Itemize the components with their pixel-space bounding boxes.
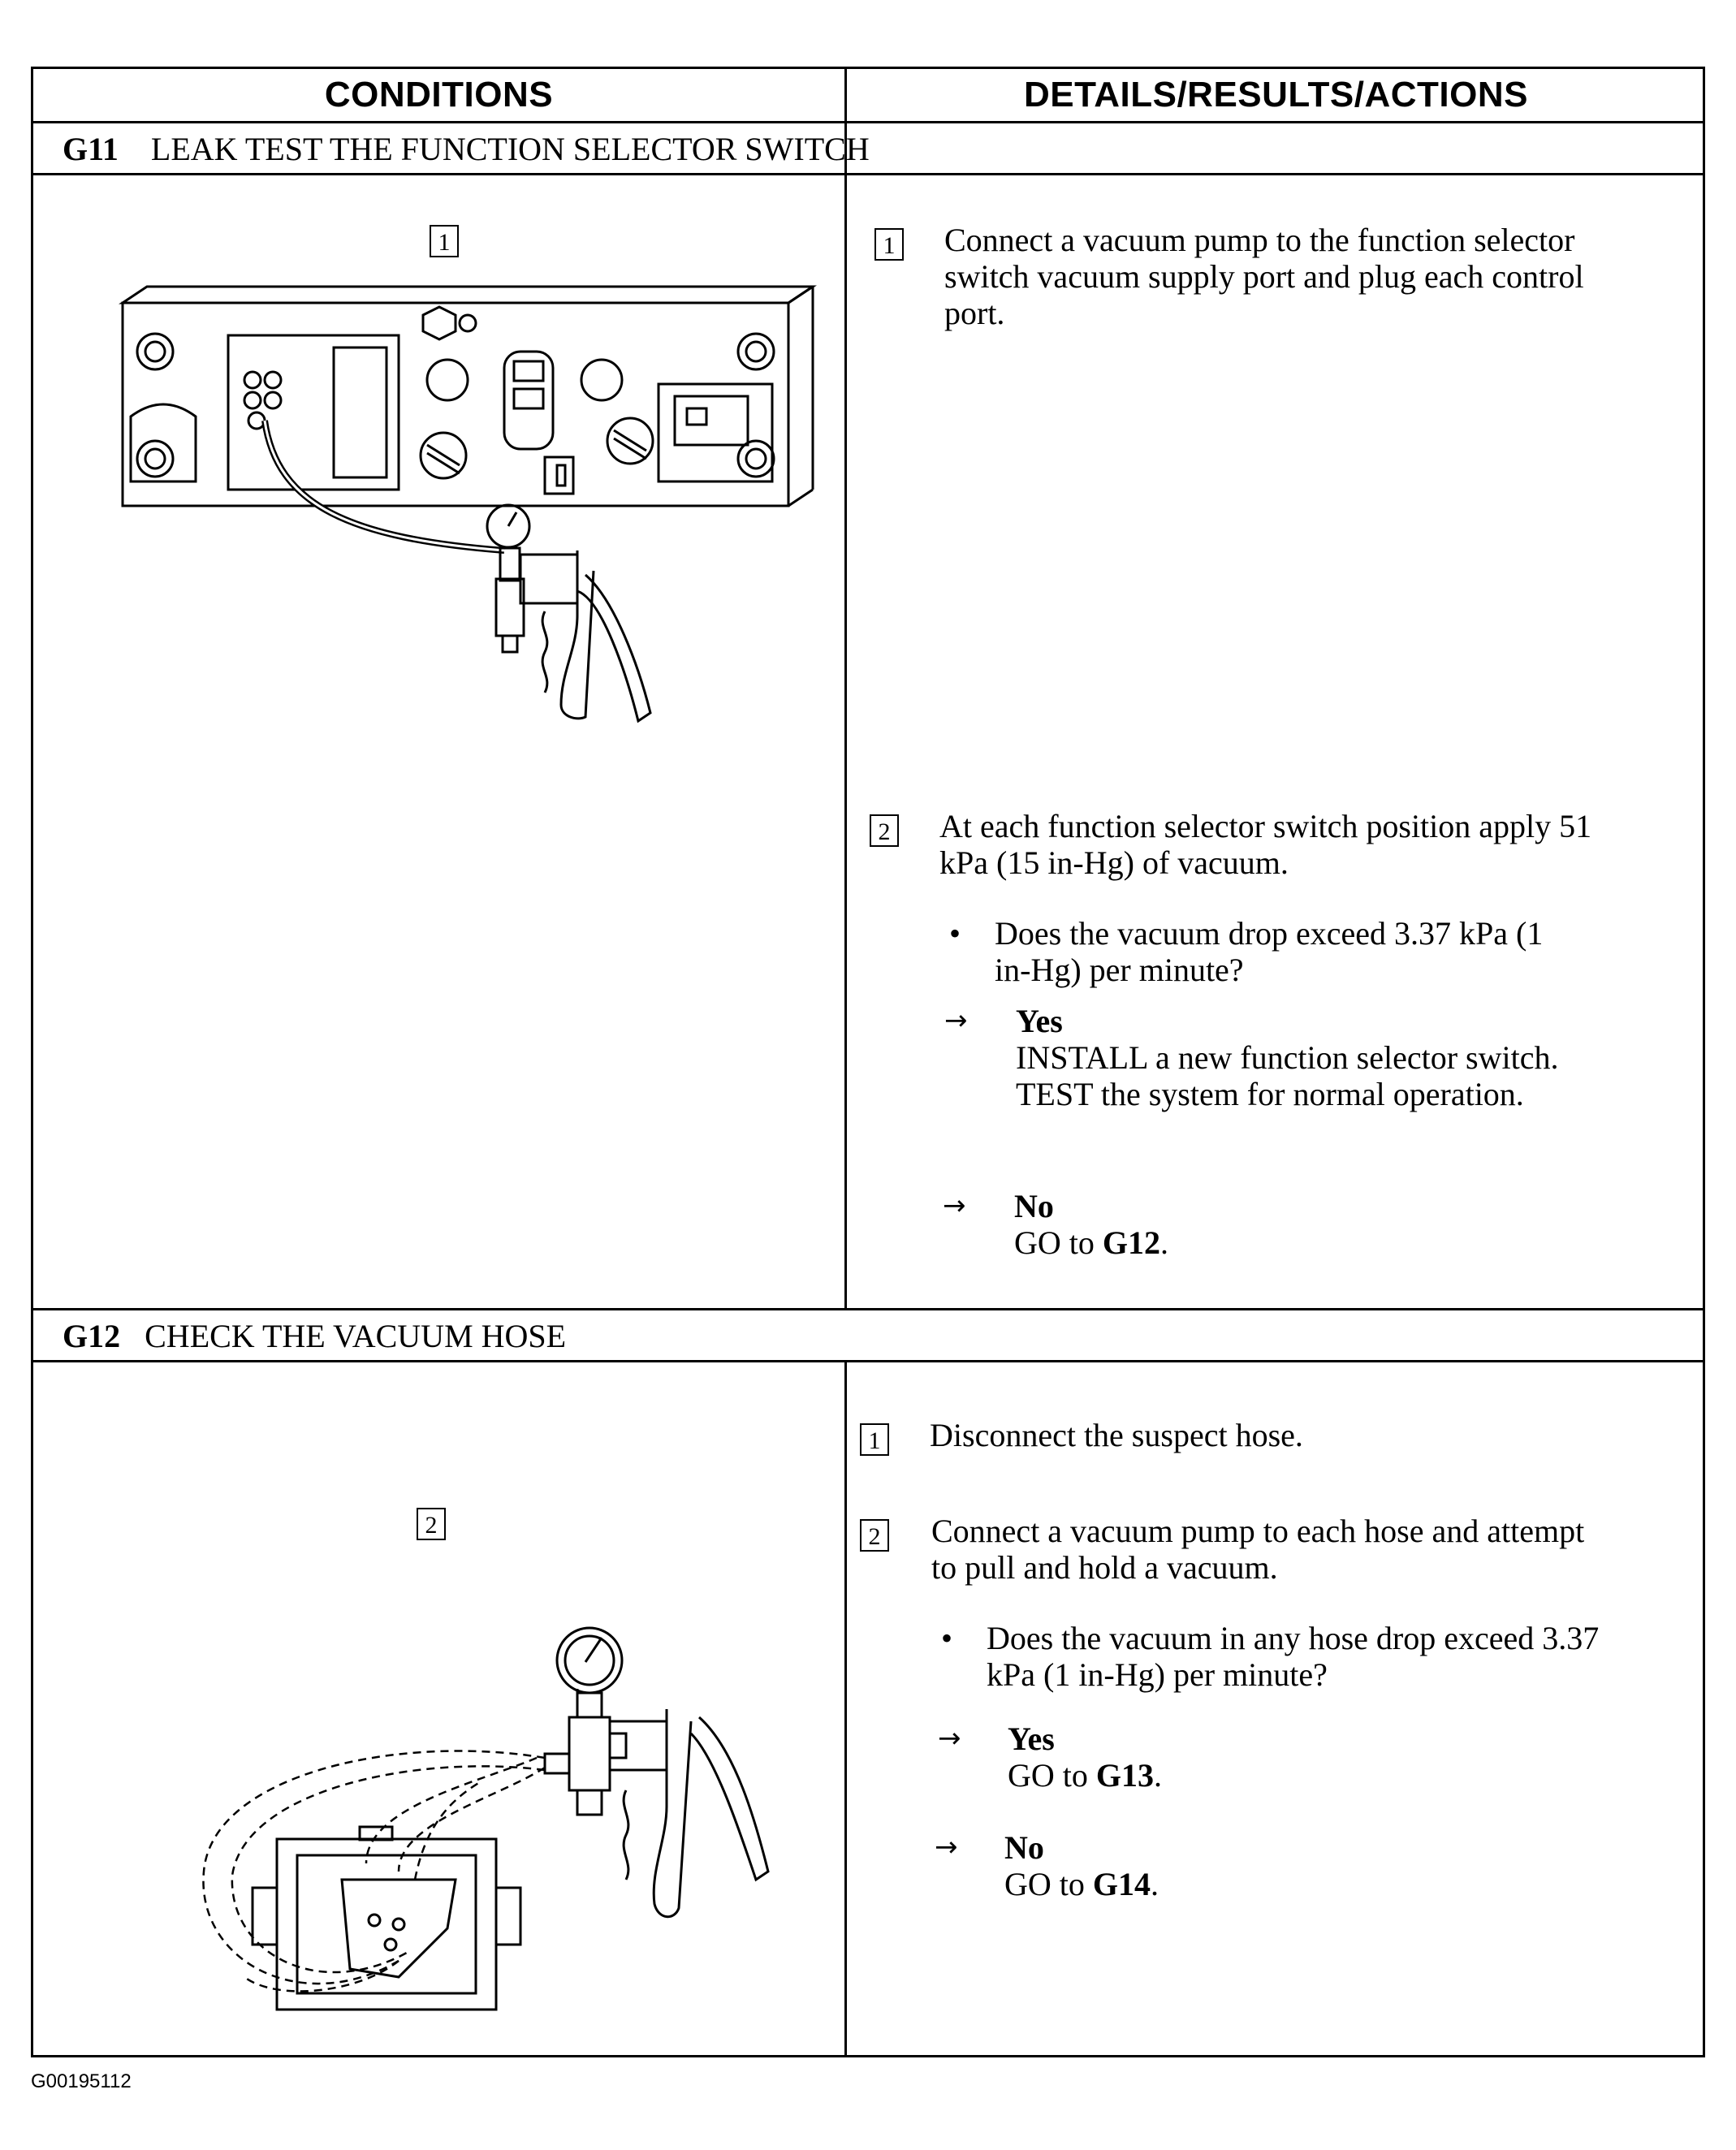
text-line: to pull and hold a vacuum. <box>931 1549 1278 1586</box>
goto-prefix: GO to <box>1008 1757 1096 1794</box>
section-code: G11 <box>63 130 119 167</box>
section-title: CHECK THE VACUUM HOSE <box>145 1317 567 1354</box>
goto-target: G14 <box>1092 1866 1151 1902</box>
g12-step-1-text: Disconnect the suspect hose. <box>930 1417 1303 1453</box>
text-line: in-Hg) per minute? <box>995 952 1244 988</box>
text-line: TEST the system for normal operation. <box>1016 1076 1524 1112</box>
no-label: No <box>1014 1188 1054 1224</box>
text-line: Disconnect the suspect hose. <box>930 1417 1303 1453</box>
goto-prefix: GO to <box>1004 1866 1093 1902</box>
goto-suffix: . <box>1154 1757 1163 1794</box>
text-line: port. <box>944 295 1005 331</box>
goto-suffix: . <box>1160 1224 1169 1261</box>
text-line: kPa (1 in-Hg) per minute? <box>987 1656 1328 1693</box>
text-line: switch vacuum supply port and plug each … <box>944 258 1584 295</box>
section-header-g11: G11 LEAK TEST THE FUNCTION SELECTOR SWIT… <box>33 123 1703 175</box>
g11-question: Does the vacuum drop exceed 3.37 kPa (1 … <box>995 915 1543 988</box>
g12-yes-branch: Yes GO to G13. <box>1008 1720 1162 1794</box>
header-rule <box>33 121 1703 123</box>
g12-no-branch: No GO to G14. <box>1004 1829 1159 1902</box>
details-heading: DETAILS/RESULTS/ACTIONS <box>1024 75 1528 114</box>
no-label: No <box>1004 1829 1044 1866</box>
column-divider-top <box>844 69 847 1308</box>
step-number-2: 2 <box>860 1519 889 1552</box>
arrow-icon: → <box>943 1189 966 1222</box>
g11-step-1-text: Connect a vacuum pump to the function se… <box>944 222 1584 331</box>
section-code: G12 <box>63 1317 121 1354</box>
g12-question: Does the vacuum in any hose drop exceed … <box>987 1620 1599 1693</box>
bullet: • <box>941 1620 953 1656</box>
section-header-g12: G12 CHECK THE VACUUM HOSE <box>33 1310 1703 1362</box>
g11-title-rule <box>33 173 1703 175</box>
step-number-1: 1 <box>860 1423 889 1456</box>
goto-suffix: . <box>1151 1866 1159 1902</box>
yes-label: Yes <box>1016 1003 1063 1039</box>
figure-id: G00195112 <box>31 2070 132 2092</box>
g12-top-rule <box>33 1308 1703 1310</box>
column-divider-bottom <box>844 1360 847 2057</box>
text-line: INSTALL a new function selector switch. <box>1016 1039 1559 1076</box>
goto-target: G12 <box>1102 1224 1161 1261</box>
text-line: At each function selector switch positio… <box>939 808 1592 844</box>
step-number-2: 2 <box>870 814 899 847</box>
text-line: Connect a vacuum pump to each hose and a… <box>931 1513 1585 1549</box>
section-title: LEAK TEST THE FUNCTION SELECTOR SWITCH <box>150 130 870 167</box>
vacuum-hose-test-illustration <box>202 1626 770 2011</box>
arrow-icon: → <box>935 1831 958 1863</box>
conditions-heading: CONDITIONS <box>324 75 554 114</box>
goto-target: G13 <box>1095 1757 1155 1794</box>
function-selector-switch-illustration <box>119 285 817 723</box>
g12-step-2-text: Connect a vacuum pump to each hose and a… <box>931 1513 1584 1586</box>
text-line: Does the vacuum drop exceed 3.37 kPa (1 <box>995 915 1544 952</box>
text-line: Does the vacuum in any hose drop exceed … <box>987 1620 1600 1656</box>
yes-label: Yes <box>1008 1720 1055 1757</box>
figure-callout-2: 2 <box>417 1508 446 1540</box>
arrow-icon: → <box>944 1004 968 1037</box>
step-number-1: 1 <box>874 228 904 261</box>
goto-prefix: GO to <box>1014 1224 1103 1261</box>
procedure-table: CONDITIONS DETAILS/RESULTS/ACTIONS G11 L… <box>31 67 1705 2057</box>
g11-yes-branch: Yes INSTALL a new function selector swit… <box>1016 1003 1558 1112</box>
g11-step-2-text: At each function selector switch positio… <box>939 808 1591 881</box>
arrow-icon: → <box>938 1722 961 1755</box>
figure-callout-1: 1 <box>430 225 459 257</box>
text-line: kPa (15 in-Hg) of vacuum. <box>939 844 1289 881</box>
text-line: Connect a vacuum pump to the function se… <box>944 222 1575 258</box>
g12-title-rule <box>33 1360 1703 1362</box>
bullet: • <box>949 915 961 952</box>
g11-no-branch: No GO to G12. <box>1014 1188 1168 1261</box>
